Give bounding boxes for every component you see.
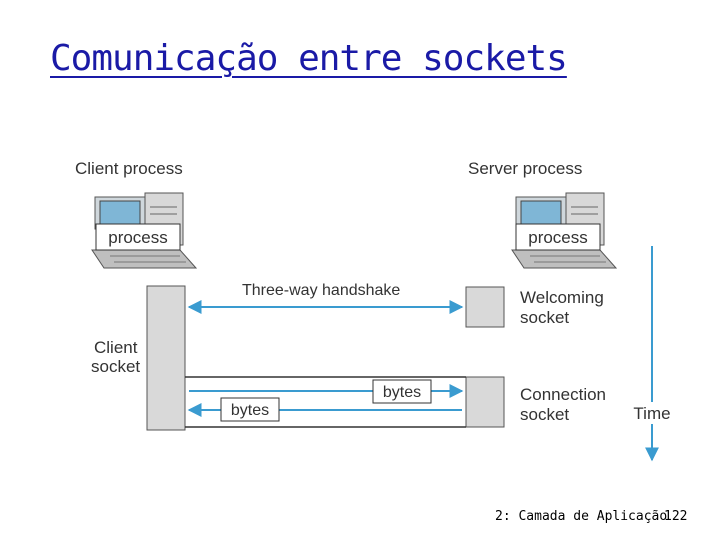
welcoming-socket-label-line2: socket xyxy=(520,308,569,327)
client-socket-label-line2: socket xyxy=(91,357,140,376)
footer-page-number: 122 xyxy=(664,509,688,524)
client-process-label: Client process xyxy=(75,159,183,178)
client-process-box-label: process xyxy=(108,228,168,247)
server-process-box-label: process xyxy=(528,228,588,247)
connection-socket-label-line2: socket xyxy=(520,405,569,424)
time-label: Time xyxy=(633,404,670,423)
footer-section: 2: Camada de Aplicação xyxy=(495,509,668,524)
bytes-to-client-box xyxy=(220,397,280,422)
welcoming-socket xyxy=(465,286,505,328)
client-process-box xyxy=(95,223,181,251)
server-process-box xyxy=(515,223,601,251)
handshake-label: Three-way handshake xyxy=(242,282,400,299)
bytes-to-server-box xyxy=(372,379,432,404)
welcoming-socket-label-line1: Welcoming xyxy=(520,288,604,307)
bytes-to-server-label: bytes xyxy=(383,384,421,401)
connection-socket xyxy=(465,376,505,428)
server-process-label: Server process xyxy=(468,159,582,178)
connection-socket-label-line1: Connection xyxy=(520,385,606,404)
client-socket-label-line1: Client xyxy=(94,338,138,357)
bytes-to-client-label: bytes xyxy=(231,402,269,419)
slide-title: Comunicação entre sockets xyxy=(50,38,568,79)
client-socket xyxy=(146,285,186,431)
